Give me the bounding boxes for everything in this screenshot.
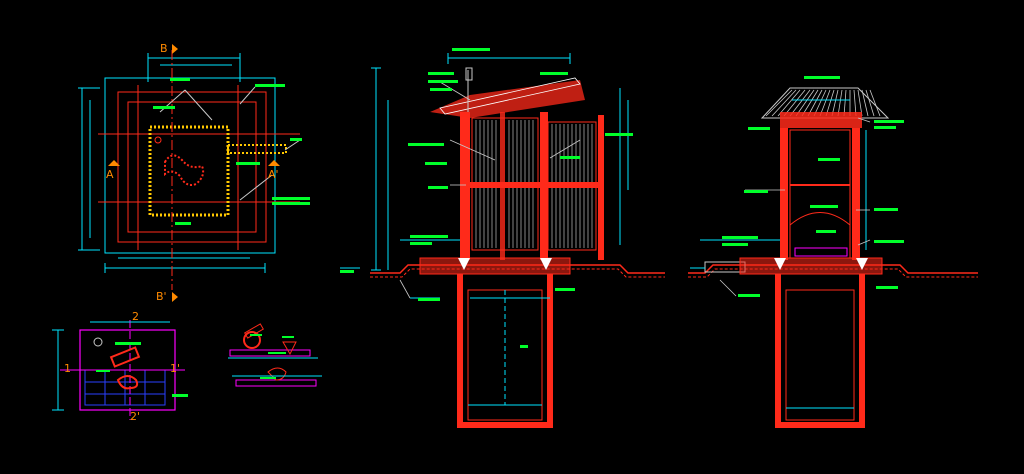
section-marker-1-prime: 1' [170,362,180,375]
section-marker-a-prime: A' [268,168,279,181]
section-marker-2: 2 [132,310,139,323]
detail-view [228,323,322,387]
elevation-section-a [340,48,665,428]
elevation-section-b [688,76,978,428]
section-marker-b: B [160,42,168,55]
section-marker-a: A [106,168,114,181]
section-marker-b-prime: B' [156,290,167,303]
plan-view: B B' A A' [78,42,310,303]
section-marker-1: 1 [64,362,71,375]
section-marker-2-prime: 2' [130,410,140,423]
small-plan-view: 2 2' 1 1' [52,310,188,423]
